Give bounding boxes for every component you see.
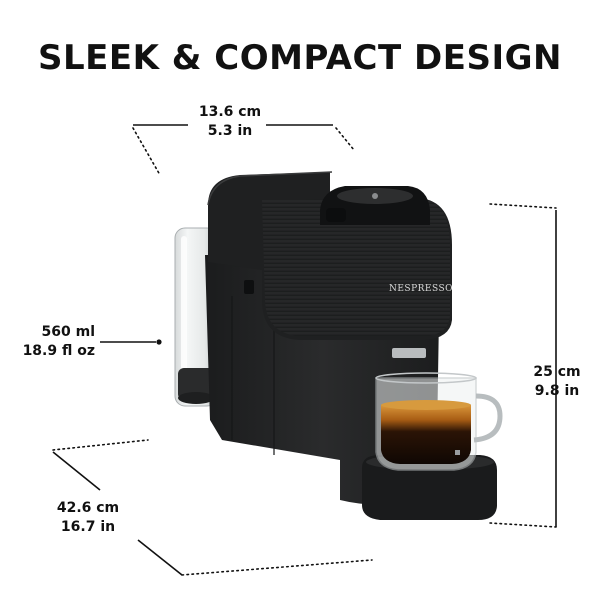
capacity-imperial: 18.9 fl oz (22, 343, 95, 359)
depth-imperial: 16.7 in (60, 519, 116, 535)
page-title: SLEEK & COMPACT DESIGN (37, 38, 562, 78)
width-dimension-lines (132, 124, 355, 176)
width-metric: 13.6 cm (198, 104, 262, 120)
coffee-nozzle (392, 348, 426, 358)
brand-logo: NESPRESSO (389, 284, 453, 294)
height-dimension-label: 25 cm 9.8 in (522, 363, 592, 401)
height-dimension-lines (489, 203, 557, 528)
height-metric: 25 cm (533, 364, 581, 380)
capacity-dimension-line (100, 339, 162, 345)
capsule-lid (320, 186, 430, 225)
height-imperial: 9.8 in (534, 383, 580, 399)
width-imperial: 5.3 in (207, 123, 253, 139)
depth-dimension-lines (52, 439, 373, 576)
capacity-metric: 560 ml (41, 324, 95, 340)
depth-metric: 42.6 cm (56, 500, 120, 516)
width-dimension-label: 13.6 cm 5.3 in (190, 103, 270, 141)
capacity-dimension-label: 560 ml 18.9 fl oz (10, 323, 95, 361)
coffee-cup (375, 372, 503, 471)
depth-dimension-label: 42.6 cm 16.7 in (43, 499, 133, 537)
